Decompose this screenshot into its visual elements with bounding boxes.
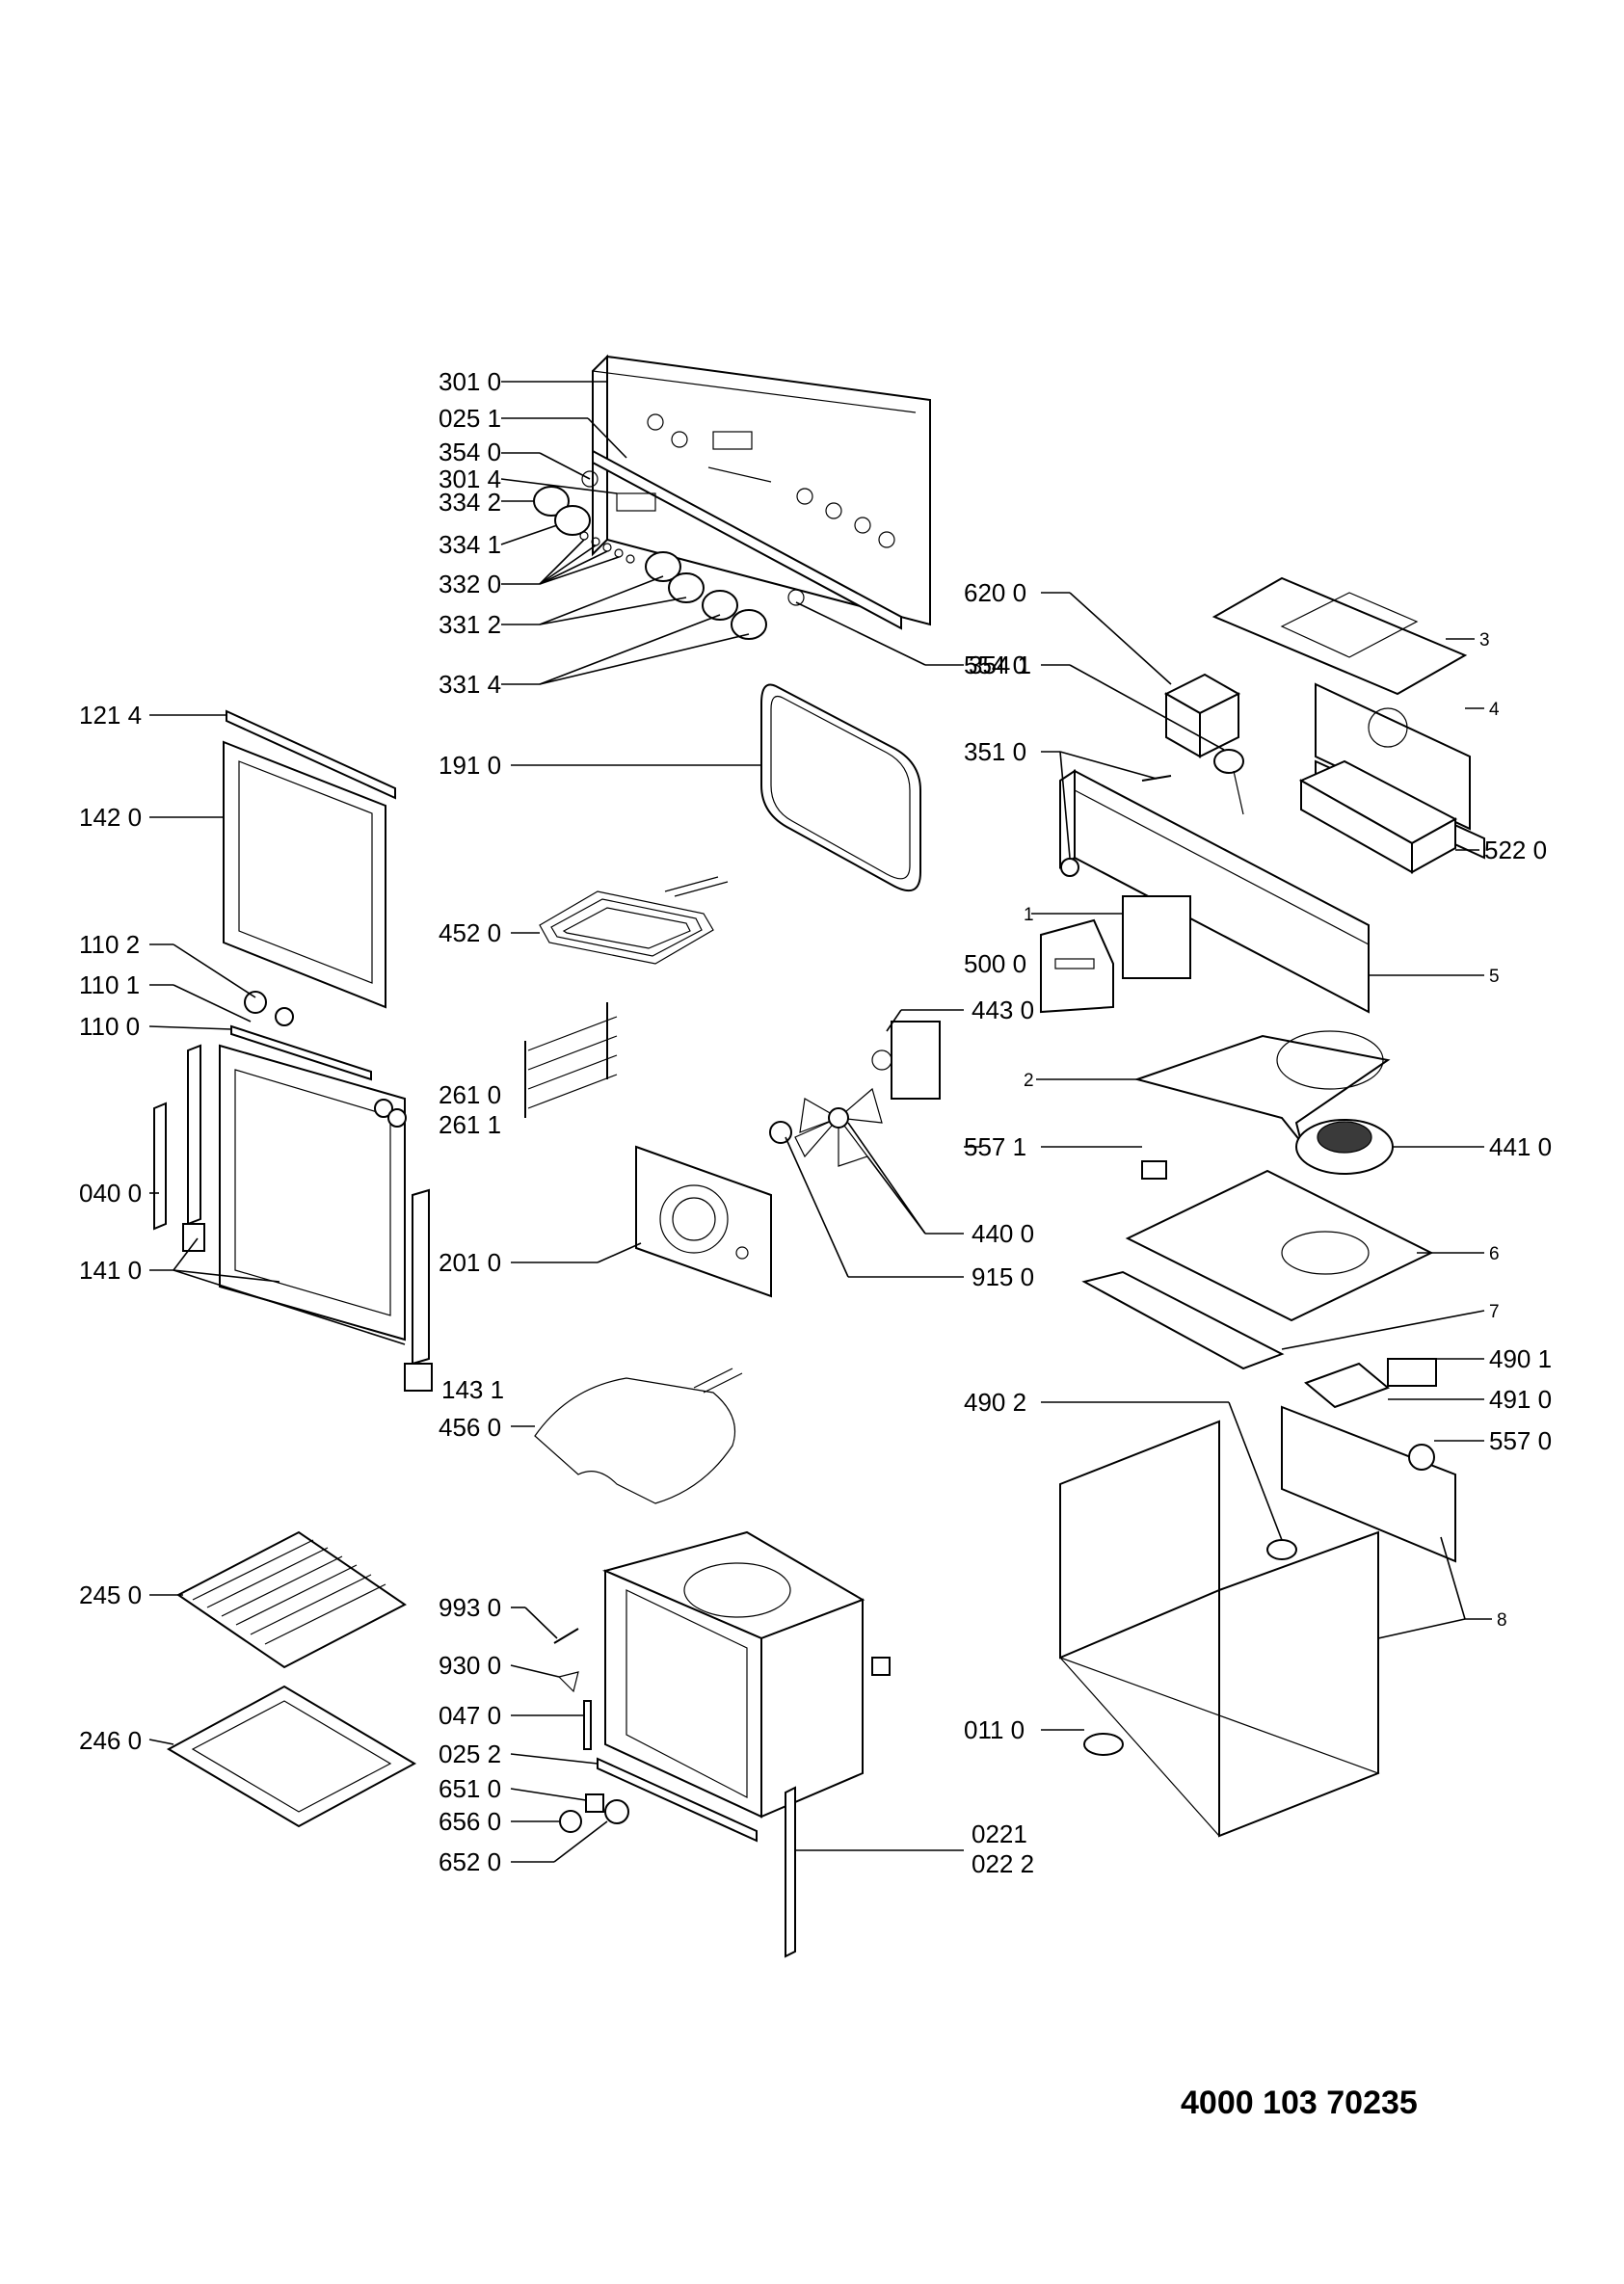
callout-8: 8 <box>1497 1610 1507 1631</box>
callout-490-1: 490 1 <box>1489 1344 1552 1373</box>
document-number: 4000 103 70235 <box>1181 2085 1418 2121</box>
callout-331-4: 331 4 <box>439 670 501 699</box>
callout-354-1: 354 1 <box>969 651 1031 679</box>
door-top-strip-part <box>226 709 396 800</box>
callout-351-0: 351 0 <box>964 737 1026 766</box>
outer-case-part <box>1059 1358 1456 1838</box>
callout-915-0: 915 0 <box>972 1262 1034 1291</box>
fan-assembly-part <box>769 1021 941 1167</box>
callout-0221: 0221 <box>972 1819 1027 1848</box>
callout-040-0: 040 0 <box>79 1179 142 1208</box>
callout-142-0: 142 0 <box>79 803 142 832</box>
callout-334-2: 334 2 <box>439 488 501 517</box>
callout-261-0: 261 0 <box>439 1080 501 1109</box>
callout-5: 5 <box>1489 967 1500 987</box>
oven-door-gasket-part <box>760 683 921 892</box>
callout-301-4: 301 4 <box>439 465 501 493</box>
callout-620-0: 620 0 <box>964 578 1026 607</box>
callout-554-0: 554 0 <box>964 651 1026 679</box>
inner-door-part <box>153 991 433 1392</box>
callout-301-0: 301 0 <box>439 367 501 396</box>
callout-443-0: 443 0 <box>972 996 1034 1024</box>
control-frame-part <box>1040 769 1370 1014</box>
callout-245-0: 245 0 <box>79 1580 142 1609</box>
relay-unit-part <box>1163 673 1244 815</box>
callout-456-0: 456 0 <box>439 1413 501 1442</box>
callout-047-0: 047 0 <box>439 1701 501 1730</box>
callout-246-0: 246 0 <box>79 1726 142 1755</box>
grill-element-part <box>539 876 729 965</box>
callout-7: 7 <box>1489 1302 1500 1322</box>
fascia-strip-part <box>592 449 902 630</box>
electronic-board-part <box>1298 759 1458 874</box>
callout-334-1: 334 1 <box>439 530 501 559</box>
callout-4: 4 <box>1489 700 1500 720</box>
callout-993-0: 993 0 <box>439 1593 501 1622</box>
callout-110-1: 110 1 <box>79 970 140 999</box>
callout-354-0: 354 0 <box>439 438 501 466</box>
small-hardware-part <box>553 1628 758 1843</box>
callout-490-2: 490 2 <box>964 1388 1026 1417</box>
callout-110-2: 110 2 <box>79 930 140 959</box>
callout-452-0: 452 0 <box>439 918 501 947</box>
drip-tray-part <box>166 1685 417 1828</box>
callout-025-1: 025 1 <box>439 404 501 433</box>
callout-022-2: 022 2 <box>972 1849 1034 1878</box>
base-plates-part <box>1081 1160 1434 1370</box>
callout-143-1: 143 1 <box>441 1375 504 1404</box>
side-rail-part <box>785 1786 796 1958</box>
callout-651-0: 651 0 <box>439 1774 501 1803</box>
callout-930-0: 930 0 <box>439 1651 501 1680</box>
callout-6: 6 <box>1489 1244 1500 1264</box>
callout-110-0: 110 0 <box>79 1012 140 1041</box>
fan-plate-part <box>1133 1030 1394 1175</box>
callout-121-4: 121 4 <box>79 701 142 730</box>
callout-440-0: 440 0 <box>972 1219 1034 1248</box>
callout-441-0: 441 0 <box>1489 1132 1552 1161</box>
knobs-part <box>533 470 805 640</box>
callout-261-1: 261 1 <box>439 1110 501 1139</box>
shelf-supports-part <box>524 1002 618 1118</box>
callout-500-0: 500 0 <box>964 949 1026 978</box>
callout-491-0: 491 0 <box>1489 1385 1552 1414</box>
callout-656-0: 656 0 <box>439 1807 501 1836</box>
rear-fan-cover-part <box>635 1145 772 1298</box>
callout-191-0: 191 0 <box>439 751 501 780</box>
callout-2: 2 <box>1024 1071 1034 1091</box>
wire-shelf-part <box>176 1530 407 1669</box>
oven-cavity-part <box>601 1530 891 1819</box>
callout-labels: 301 0 025 1 354 0 301 4 334 2 334 1 332 … <box>79 367 1552 1878</box>
callout-141-0: 141 0 <box>79 1256 142 1285</box>
callout-652-0: 652 0 <box>439 1847 501 1876</box>
control-panel-part <box>592 354 931 626</box>
callout-201-0: 201 0 <box>439 1248 501 1277</box>
callout-025-2: 025 2 <box>439 1740 501 1768</box>
leader-lines <box>148 381 1492 1863</box>
callout-332-0: 332 0 <box>439 570 501 598</box>
callout-011-0: 011 0 <box>964 1715 1025 1744</box>
callout-522-0: 522 0 <box>1484 836 1547 864</box>
callout-1: 1 <box>1024 905 1034 925</box>
outer-door-glass-part <box>223 740 386 1009</box>
callout-557-0: 557 0 <box>1489 1426 1552 1455</box>
callout-331-2: 331 2 <box>439 610 501 639</box>
lower-element-part <box>534 1368 743 1504</box>
callout-557-1: 557 1 <box>964 1132 1026 1161</box>
callout-3: 3 <box>1479 630 1490 651</box>
